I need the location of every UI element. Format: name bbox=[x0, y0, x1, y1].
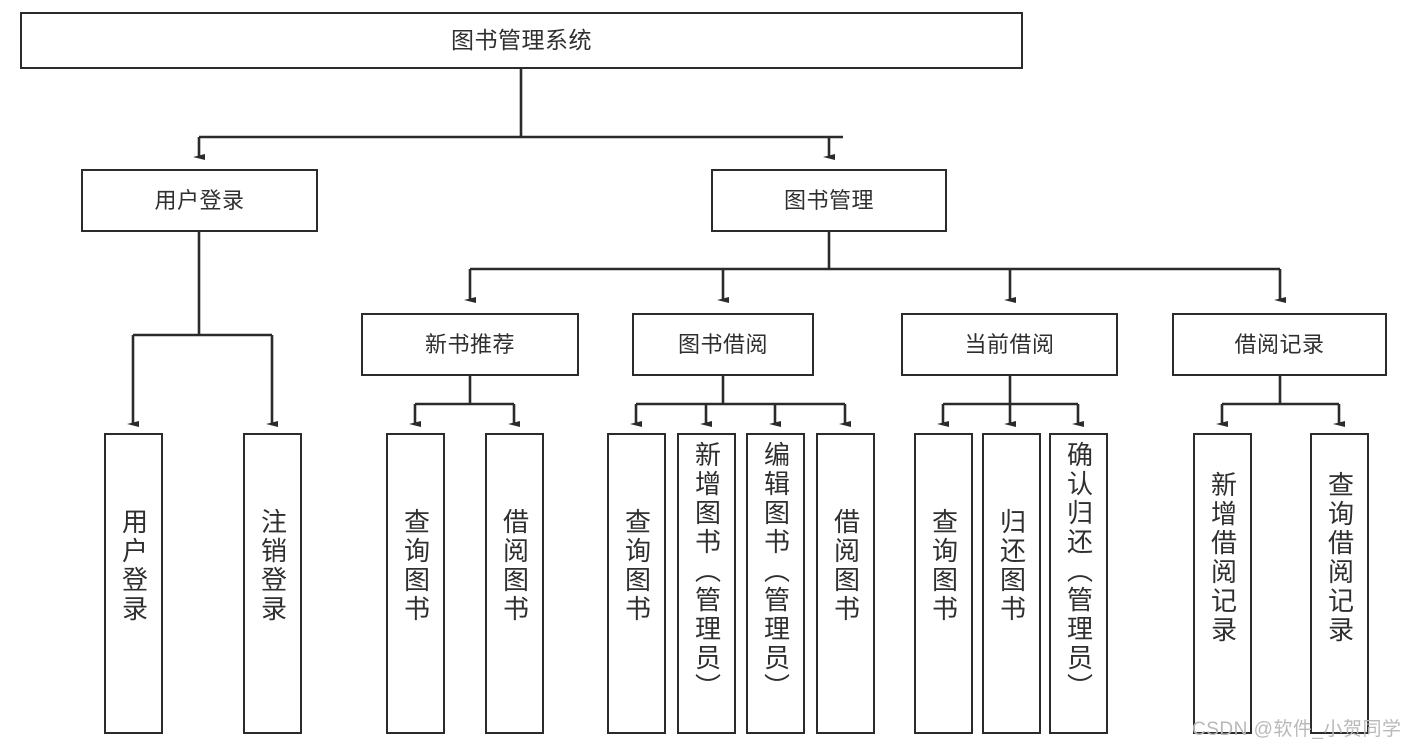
node-label: 查询图书 bbox=[400, 508, 431, 624]
node-leaf-logout-login[interactable]: 注销登录 bbox=[243, 433, 302, 734]
node-leaf-add-borrow-record[interactable]: 新增借阅记录 bbox=[1193, 433, 1252, 734]
node-label: 新书推荐 bbox=[424, 331, 515, 357]
node-leaf-borrow-book-2[interactable]: 借阅图书 bbox=[816, 433, 875, 734]
node-label: 确认归还（管理员） bbox=[1063, 441, 1094, 702]
node-leaf-query-book-1[interactable]: 查询图书 bbox=[386, 433, 445, 734]
node-label: 用户登录 bbox=[118, 508, 149, 624]
node-borrow-record[interactable]: 借阅记录 bbox=[1172, 313, 1387, 376]
node-book-borrow[interactable]: 图书借阅 bbox=[632, 313, 814, 376]
node-leaf-confirm-return-admin[interactable]: 确认归还（管理员） bbox=[1049, 433, 1108, 734]
node-label: 新增图书（管理员） bbox=[691, 441, 722, 702]
node-leaf-user-login[interactable]: 用户登录 bbox=[104, 433, 163, 734]
node-label: 借阅图书 bbox=[830, 508, 861, 624]
node-label: 图书管理 bbox=[783, 187, 874, 213]
node-leaf-return-book[interactable]: 归还图书 bbox=[982, 433, 1041, 734]
node-leaf-query-book-2[interactable]: 查询图书 bbox=[607, 433, 666, 734]
node-book-management[interactable]: 图书管理 bbox=[711, 169, 947, 232]
node-label: 注销登录 bbox=[257, 508, 288, 624]
node-book-management-system[interactable]: 图书管理系统 bbox=[20, 12, 1023, 69]
node-label: 借阅记录 bbox=[1234, 331, 1325, 357]
node-leaf-query-book-3[interactable]: 查询图书 bbox=[914, 433, 973, 734]
node-label: 图书管理系统 bbox=[451, 26, 592, 53]
node-user-login[interactable]: 用户登录 bbox=[81, 169, 318, 232]
node-leaf-borrow-book-1[interactable]: 借阅图书 bbox=[485, 433, 544, 734]
csdn-watermark: CSDN @软件_小贺同学 bbox=[1192, 719, 1402, 740]
node-current-borrow[interactable]: 当前借阅 bbox=[901, 313, 1118, 376]
node-label: 查询图书 bbox=[928, 508, 959, 624]
node-label: 借阅图书 bbox=[499, 508, 530, 624]
node-label: 查询图书 bbox=[621, 508, 652, 624]
node-leaf-edit-book-admin[interactable]: 编辑图书（管理员） bbox=[746, 433, 805, 734]
node-label: 用户登录 bbox=[154, 187, 245, 213]
node-label: 归还图书 bbox=[996, 508, 1027, 624]
node-new-book-recommend[interactable]: 新书推荐 bbox=[361, 313, 579, 376]
node-leaf-query-borrow-record[interactable]: 查询借阅记录 bbox=[1310, 433, 1369, 734]
node-label: 编辑图书（管理员） bbox=[760, 441, 791, 702]
node-leaf-add-book-admin[interactable]: 新增图书（管理员） bbox=[677, 433, 736, 734]
node-label: 新增借阅记录 bbox=[1207, 471, 1238, 645]
node-label: 当前借阅 bbox=[964, 331, 1055, 357]
node-label: 查询借阅记录 bbox=[1324, 471, 1355, 645]
node-label: 图书借阅 bbox=[677, 331, 768, 357]
